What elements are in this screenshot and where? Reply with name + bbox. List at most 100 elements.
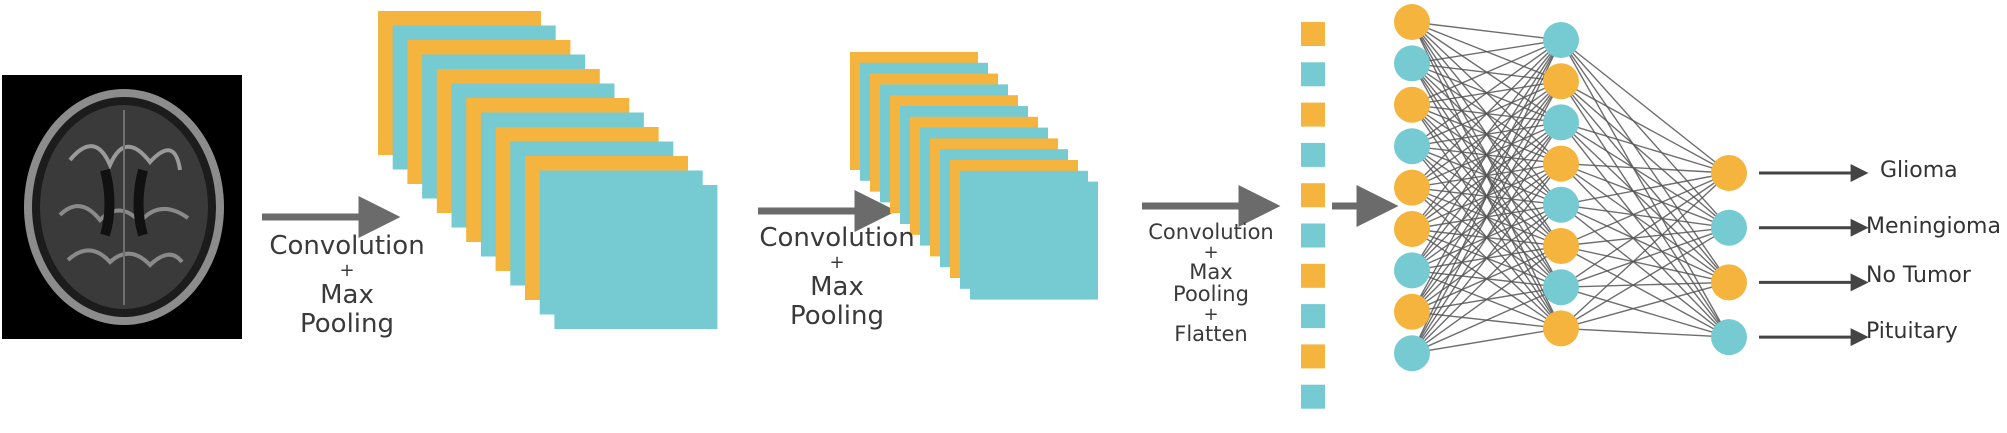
network-nodes [1394, 4, 1747, 372]
network-edge [1560, 172, 1730, 329]
network-edge [1560, 204, 1730, 284]
input-node [1394, 252, 1430, 289]
network-edge [1411, 80, 1562, 354]
input-node [1394, 169, 1430, 206]
network-edge [1560, 80, 1730, 174]
hidden-node [1543, 186, 1579, 223]
output-arrows [1759, 164, 1869, 347]
output-node [1711, 209, 1747, 246]
stage3-plus2: + [1203, 304, 1219, 325]
flatten-square [1301, 223, 1325, 248]
network-edge [1560, 172, 1730, 288]
network-edge [1560, 286, 1730, 338]
stage1-line1: Convolution [269, 231, 425, 261]
network-edge [1411, 39, 1562, 65]
network-edge [1560, 39, 1730, 283]
network-edge [1411, 122, 1562, 354]
flatten-square [1301, 22, 1325, 46]
hidden-node [1543, 228, 1579, 264]
stage2-plus: + [829, 252, 845, 273]
input-node [1394, 335, 1430, 372]
brain-mri-icon [2, 75, 242, 339]
class-label-meningioma: Meningioma [1866, 214, 2001, 239]
input-node [1394, 211, 1430, 247]
stage1-label: Convolution + Max Pooling [262, 233, 432, 337]
input-node [1394, 86, 1430, 123]
network-edge [1560, 121, 1730, 283]
input-node [1394, 45, 1430, 82]
hidden-node [1543, 310, 1579, 347]
network-edge [1560, 162, 1730, 174]
network-edge [1411, 286, 1562, 354]
flatten-square [1301, 62, 1325, 87]
network-edge [1560, 80, 1730, 283]
flatten-square [1301, 142, 1325, 167]
output-node [1711, 264, 1747, 301]
stage3-plus1: + [1203, 242, 1219, 263]
stage1-line2: Max [320, 280, 374, 310]
network-edge [1411, 21, 1562, 41]
network-edge [1560, 162, 1730, 229]
network-edge [1560, 227, 1730, 330]
network-edge [1411, 39, 1562, 313]
class-label-no-tumor: No Tumor [1866, 263, 1971, 288]
network-edge [1560, 80, 1730, 229]
network-edge [1411, 163, 1562, 354]
network-edge [1411, 327, 1562, 354]
stage1-line3: Pooling [300, 309, 394, 339]
stage3-line2: Max [1189, 260, 1233, 284]
feature-map-stack-1 [378, 11, 718, 329]
network-edge [1411, 39, 1562, 271]
flatten-square [1301, 183, 1325, 208]
class-label-glioma: Glioma [1880, 158, 1958, 183]
network-edge [1411, 245, 1562, 354]
flatten-square [1301, 102, 1325, 127]
network-edge [1560, 163, 1730, 283]
flatten-square [1301, 304, 1325, 329]
input-node [1394, 4, 1430, 40]
network-edge [1560, 39, 1730, 229]
network-edge [1411, 39, 1562, 230]
network-edge [1560, 121, 1730, 174]
network-edge [1411, 204, 1562, 354]
stage3-line1: Convolution [1148, 220, 1274, 244]
network-edge [1560, 227, 1730, 288]
input-node [1394, 293, 1430, 330]
network-edge [1560, 172, 1730, 206]
network-edge [1411, 39, 1562, 354]
stage2-line2: Max [810, 272, 864, 302]
stage1-plus: + [339, 260, 355, 281]
stage3-line4: Flatten [1174, 322, 1248, 346]
input-node [1394, 128, 1430, 165]
network-edge [1560, 281, 1730, 288]
network-edge [1411, 39, 1562, 106]
network-edge [1560, 121, 1730, 229]
network-edge [1560, 327, 1730, 338]
network-edge [1560, 227, 1730, 247]
feature-map-stack-2 [850, 52, 1098, 300]
output-node [1711, 155, 1747, 191]
network-edges [1411, 21, 1730, 354]
flatten-square [1301, 344, 1325, 369]
stage2-line3: Pooling [790, 301, 884, 331]
hidden-node [1543, 104, 1579, 141]
stage2-line1: Convolution [759, 223, 915, 253]
network-edge [1560, 245, 1730, 284]
network-edge [1560, 39, 1730, 174]
hidden-node [1543, 63, 1579, 100]
feature-map-2-layer [970, 181, 1098, 300]
flatten-square [1301, 384, 1325, 409]
class-label-pituitary: Pituitary [1866, 319, 1958, 344]
network-edge [1560, 172, 1730, 247]
network-edge [1411, 39, 1562, 147]
hidden-node [1543, 22, 1579, 58]
flatten-vector [1301, 22, 1325, 409]
network-edge [1560, 281, 1730, 330]
stage2-label: Convolution + Max Pooling [752, 225, 922, 329]
output-node [1711, 319, 1747, 356]
network-edge [1560, 245, 1730, 338]
flatten-square [1301, 263, 1325, 288]
stage3-line3: Pooling [1173, 282, 1249, 306]
stage3-label: Convolution + Max Pooling + Flatten [1136, 222, 1286, 345]
